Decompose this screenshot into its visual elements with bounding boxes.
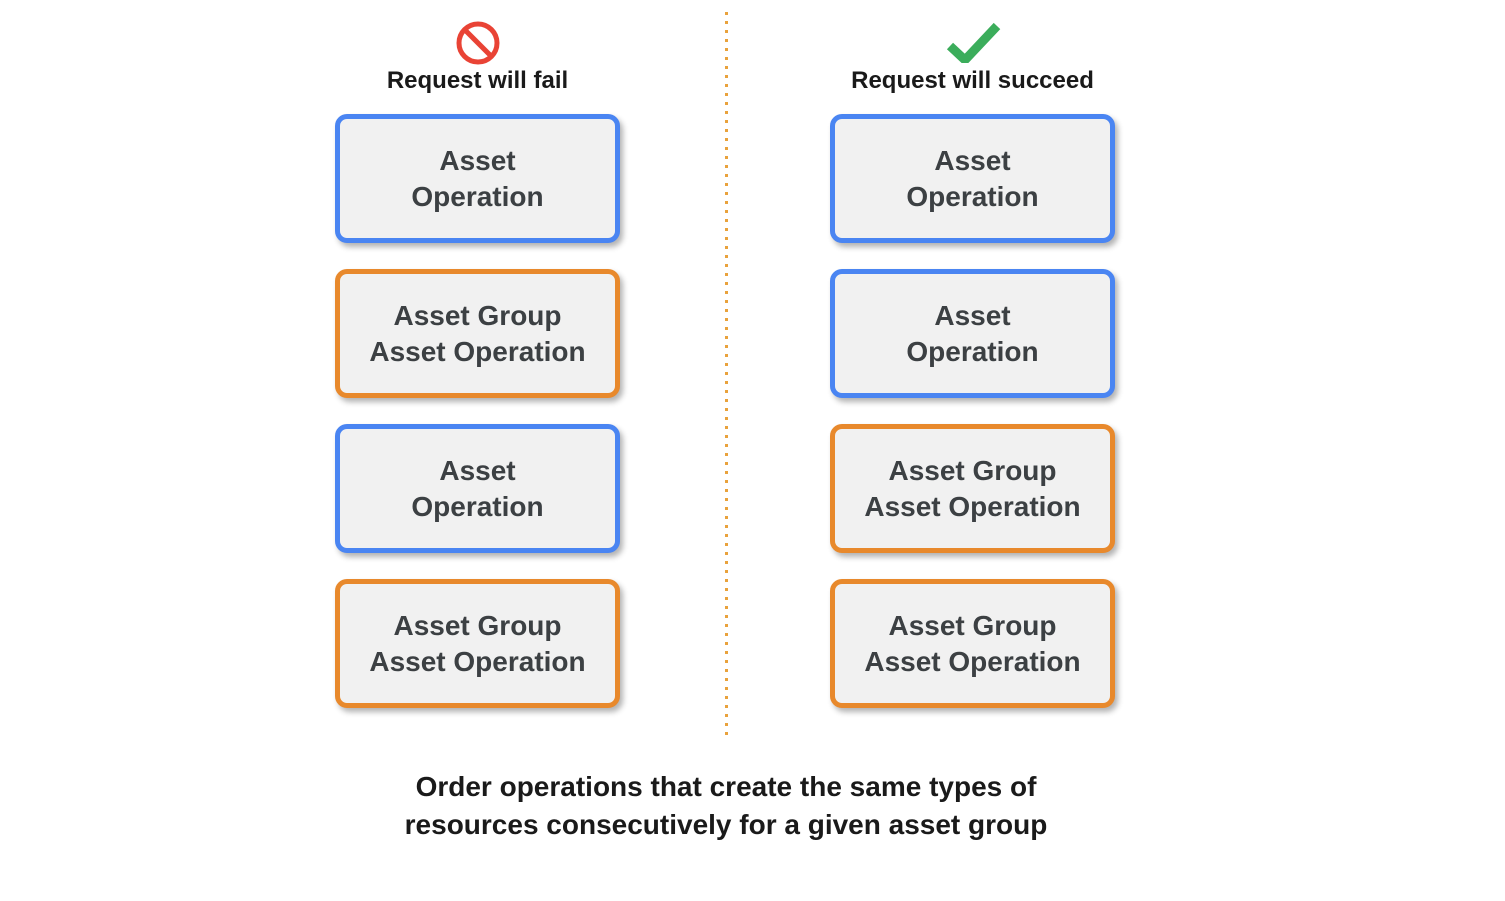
box-label-line: Asset — [934, 144, 1011, 176]
box-label-line: Asset — [934, 299, 1011, 331]
prohibited-icon — [456, 21, 500, 65]
succeed-column-boxes: Asset Operation Asset Operation Asset Gr… — [830, 114, 1115, 708]
box-label-line: Asset Group — [393, 299, 562, 331]
box-label-line: Asset Operation — [369, 645, 586, 677]
caption-line: Order operations that create the same ty… — [415, 771, 1037, 802]
box-label-line: Asset Group — [888, 454, 1057, 486]
fail-column: Request will fail Asset Operation Asset … — [335, 0, 620, 708]
succeed-column-header: Request will succeed — [830, 0, 1115, 114]
fail-column-title: Request will fail — [386, 67, 569, 94]
box-label-line: Asset Operation — [864, 490, 1081, 522]
asset-operation-box: Asset Operation — [830, 269, 1115, 398]
column-divider — [725, 12, 728, 735]
asset-group-asset-operation-box: Asset Group Asset Operation — [830, 579, 1115, 708]
asset-group-asset-operation-box: Asset Group Asset Operation — [335, 579, 620, 708]
box-label-line: Asset — [439, 144, 516, 176]
box-label-line: Operation — [906, 335, 1039, 367]
succeed-column: Request will succeed Asset Operation Ass… — [830, 0, 1115, 708]
box-label-line: Asset Group — [888, 609, 1057, 641]
fail-column-header: Request will fail — [335, 0, 620, 114]
fail-column-boxes: Asset Operation Asset Group Asset Operat… — [335, 114, 620, 708]
box-label-line: Asset Group — [393, 609, 562, 641]
box-label-line: Asset — [439, 454, 516, 486]
box-label-line: Operation — [411, 490, 544, 522]
asset-operation-box: Asset Operation — [335, 114, 620, 243]
asset-group-asset-operation-box: Asset Group Asset Operation — [830, 424, 1115, 553]
diagram-caption: Order operations that create the same ty… — [0, 768, 1452, 844]
box-label-line: Asset Operation — [369, 335, 586, 367]
box-label-line: Asset Operation — [864, 645, 1081, 677]
checkmark-icon — [945, 21, 1001, 67]
succeed-column-title: Request will succeed — [851, 67, 1094, 94]
box-label-line: Operation — [411, 180, 544, 212]
asset-group-asset-operation-box: Asset Group Asset Operation — [335, 269, 620, 398]
box-label-line: Operation — [906, 180, 1039, 212]
asset-operation-box: Asset Operation — [335, 424, 620, 553]
caption-line: resources consecutively for a given asse… — [404, 809, 1048, 840]
asset-operation-box: Asset Operation — [830, 114, 1115, 243]
